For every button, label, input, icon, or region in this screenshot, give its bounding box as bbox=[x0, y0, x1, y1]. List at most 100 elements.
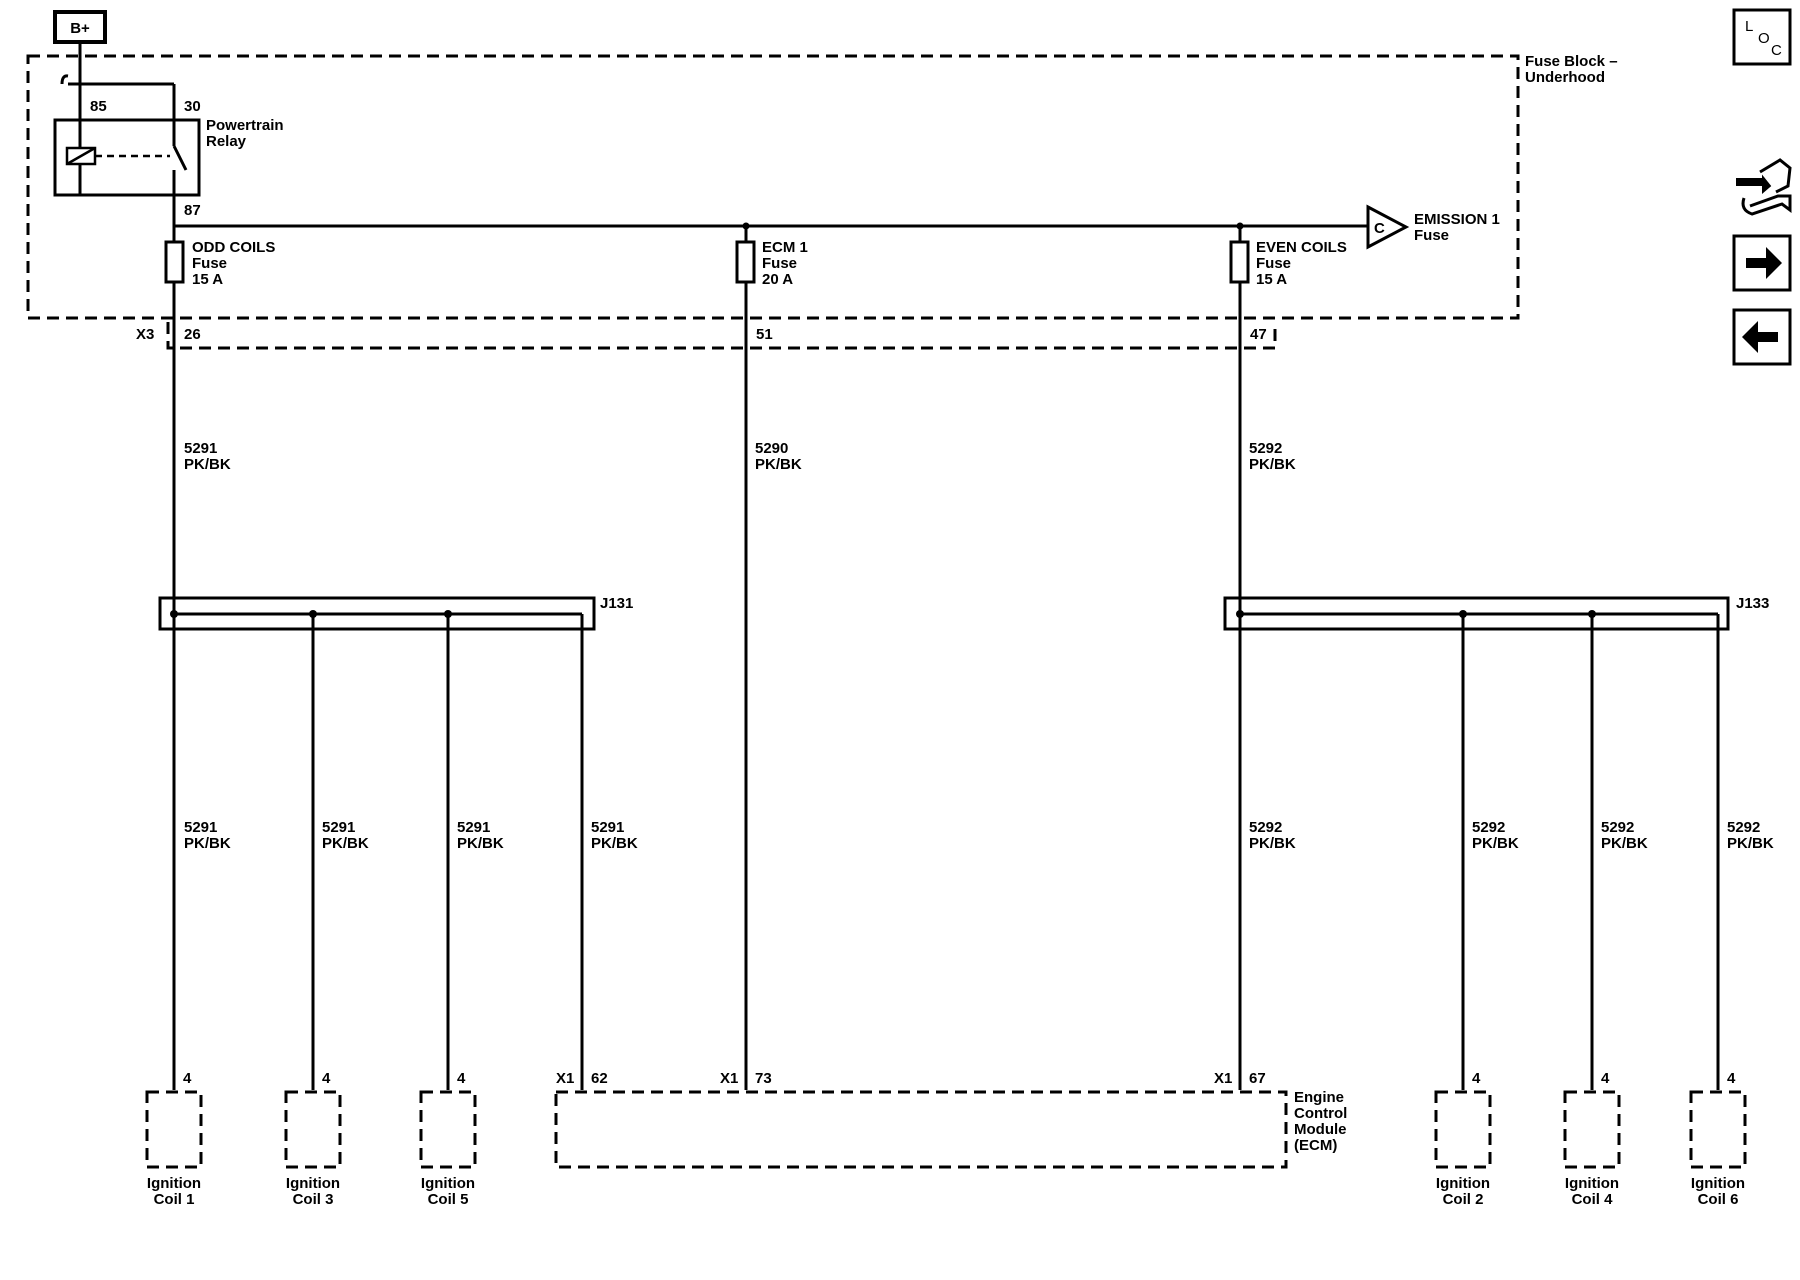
fuse-odd-coils: ODD COILS Fuse 15 A bbox=[164, 226, 275, 348]
ecm-pin-67: 67 bbox=[1249, 1070, 1266, 1087]
ecm-x1-b: X1 bbox=[720, 1070, 738, 1087]
splice-j131-label: J131 bbox=[600, 595, 633, 612]
arrow-right-icon[interactable] bbox=[1732, 234, 1792, 292]
wire-label-5291-upper: 5291 PK/BK bbox=[184, 440, 231, 473]
svg-text:Ignition: Ignition bbox=[286, 1175, 340, 1192]
svg-text:Coil 6: Coil 6 bbox=[1698, 1191, 1739, 1208]
fuse-even-name: EVEN COILS bbox=[1256, 239, 1347, 256]
ignition-coil-5: 4 Ignition Coil 5 bbox=[419, 1070, 477, 1208]
fuse-block-enclosure bbox=[26, 54, 1520, 320]
svg-text:5291: 5291 bbox=[184, 819, 217, 836]
svg-text:Ignition: Ignition bbox=[147, 1175, 201, 1192]
ignition-coil-2: 4 Ignition Coil 2 bbox=[1434, 1070, 1492, 1208]
svg-text:Coil 1: Coil 1 bbox=[154, 1191, 195, 1208]
relay-label-1: Powertrain bbox=[206, 117, 284, 134]
connector-x3: X3 26 51 47 bbox=[136, 322, 1277, 350]
svg-text:PK/BK: PK/BK bbox=[1601, 835, 1648, 852]
x3-label: X3 bbox=[136, 326, 154, 343]
ignition-coil-4: 4 Ignition Coil 4 bbox=[1563, 1070, 1621, 1208]
svg-text:Ignition: Ignition bbox=[1565, 1175, 1619, 1192]
fuse-odd-rating: 15 A bbox=[192, 271, 223, 288]
svg-text:PK/BK: PK/BK bbox=[1472, 835, 1519, 852]
ecm-label-2: Control bbox=[1294, 1105, 1347, 1122]
wire-label-lower-5: 5292 PK/BK bbox=[1249, 819, 1296, 852]
svg-text:PK/BK: PK/BK bbox=[1249, 456, 1296, 473]
svg-text:4: 4 bbox=[1727, 1070, 1736, 1087]
svg-text:5291: 5291 bbox=[591, 819, 624, 836]
fuse-ecm-name: ECM 1 bbox=[762, 239, 808, 256]
svg-text:5291: 5291 bbox=[457, 819, 490, 836]
emission-letter: C bbox=[1374, 220, 1385, 237]
ecm-pin-73: 73 bbox=[755, 1070, 772, 1087]
fuse-even-rating: 15 A bbox=[1256, 271, 1287, 288]
svg-text:4: 4 bbox=[1472, 1070, 1481, 1087]
svg-text:C: C bbox=[1771, 42, 1782, 59]
powertrain-relay: 85 30 87 Powertrain Relay bbox=[53, 74, 284, 219]
svg-text:Coil 5: Coil 5 bbox=[428, 1191, 469, 1208]
loc-icon[interactable]: L O C bbox=[1732, 8, 1792, 66]
svg-text:Coil 3: Coil 3 bbox=[293, 1191, 334, 1208]
svg-text:PK/BK: PK/BK bbox=[1249, 835, 1296, 852]
svg-text:5292: 5292 bbox=[1472, 819, 1505, 836]
ecm-label-4: (ECM) bbox=[1294, 1137, 1337, 1154]
svg-text:4: 4 bbox=[1601, 1070, 1610, 1087]
fuse-ecm-rating: 20 A bbox=[762, 271, 793, 288]
svg-text:PK/BK: PK/BK bbox=[184, 835, 231, 852]
ecm-x1-a: X1 bbox=[556, 1070, 574, 1087]
wire-label-lower-8: 5292 PK/BK bbox=[1727, 819, 1774, 852]
arrow-left-icon[interactable] bbox=[1732, 308, 1792, 366]
fuse-block-label-1: Fuse Block – bbox=[1525, 53, 1618, 70]
svg-text:Coil 4: Coil 4 bbox=[1572, 1191, 1613, 1208]
ecm-label-3: Module bbox=[1294, 1121, 1347, 1138]
svg-text:5292: 5292 bbox=[1249, 819, 1282, 836]
svg-text:O: O bbox=[1758, 30, 1770, 47]
relay-pin-30: 30 bbox=[184, 98, 201, 115]
fuse-block-label-2: Underhood bbox=[1525, 69, 1605, 86]
svg-text:5291: 5291 bbox=[322, 819, 355, 836]
wire-label-5292-upper: 5292 PK/BK bbox=[1249, 440, 1296, 473]
svg-text:4: 4 bbox=[183, 1070, 192, 1087]
svg-text:Coil 2: Coil 2 bbox=[1443, 1191, 1484, 1208]
ecm-x1-c: X1 bbox=[1214, 1070, 1232, 1087]
svg-text:4: 4 bbox=[322, 1070, 331, 1087]
wire-label-5290-upper: 5290 PK/BK bbox=[755, 440, 802, 473]
svg-text:5292: 5292 bbox=[1727, 819, 1760, 836]
fuse-odd-name: ODD COILS bbox=[192, 239, 275, 256]
svg-text:Ignition: Ignition bbox=[1691, 1175, 1745, 1192]
fuse-odd-type: Fuse bbox=[192, 255, 227, 272]
emission-label-1: EMISSION 1 bbox=[1414, 211, 1500, 228]
splice-j133: J133 bbox=[1223, 595, 1769, 631]
fuse-even-type: Fuse bbox=[1256, 255, 1291, 272]
ignition-coil-1: 4 Ignition Coil 1 bbox=[145, 1070, 203, 1208]
x3-pin-51: 51 bbox=[756, 326, 773, 343]
relay-pin-85: 85 bbox=[90, 98, 107, 115]
svg-text:L: L bbox=[1745, 18, 1753, 35]
x3-pin-26: 26 bbox=[184, 326, 201, 343]
svg-text:PK/BK: PK/BK bbox=[755, 456, 802, 473]
svg-text:5291: 5291 bbox=[184, 440, 217, 457]
svg-text:PK/BK: PK/BK bbox=[322, 835, 369, 852]
wire-label-lower-7: 5292 PK/BK bbox=[1601, 819, 1648, 852]
fuse-ecm-type: Fuse bbox=[762, 255, 797, 272]
relay-label-2: Relay bbox=[206, 133, 247, 150]
splice-j133-label: J133 bbox=[1736, 595, 1769, 612]
svg-text:5292: 5292 bbox=[1249, 440, 1282, 457]
relay-pin-87: 87 bbox=[184, 202, 201, 219]
emission-1-reference: C EMISSION 1 Fuse bbox=[1366, 204, 1500, 250]
svg-text:4: 4 bbox=[457, 1070, 466, 1087]
svg-text:PK/BK: PK/BK bbox=[591, 835, 638, 852]
connector-tools-icon[interactable] bbox=[1736, 158, 1792, 216]
svg-text:Ignition: Ignition bbox=[421, 1175, 475, 1192]
ignition-coil-6: 4 Ignition Coil 6 bbox=[1689, 1070, 1747, 1208]
svg-text:5290: 5290 bbox=[755, 440, 788, 457]
wire-label-lower-2: 5291 PK/BK bbox=[322, 819, 369, 852]
ignition-coil-3: 4 Ignition Coil 3 bbox=[284, 1070, 342, 1208]
wire-label-lower-4: 5291 PK/BK bbox=[591, 819, 638, 852]
splice-j131: J131 bbox=[158, 595, 633, 631]
ecm-label-1: Engine bbox=[1294, 1089, 1344, 1106]
engine-control-module: X1 62 X1 73 X1 67 Engine Control Module … bbox=[554, 1070, 1347, 1169]
x3-pin-47: 47 bbox=[1250, 326, 1267, 343]
ecm-pin-62: 62 bbox=[591, 1070, 608, 1087]
wire-label-lower-6: 5292 PK/BK bbox=[1472, 819, 1519, 852]
